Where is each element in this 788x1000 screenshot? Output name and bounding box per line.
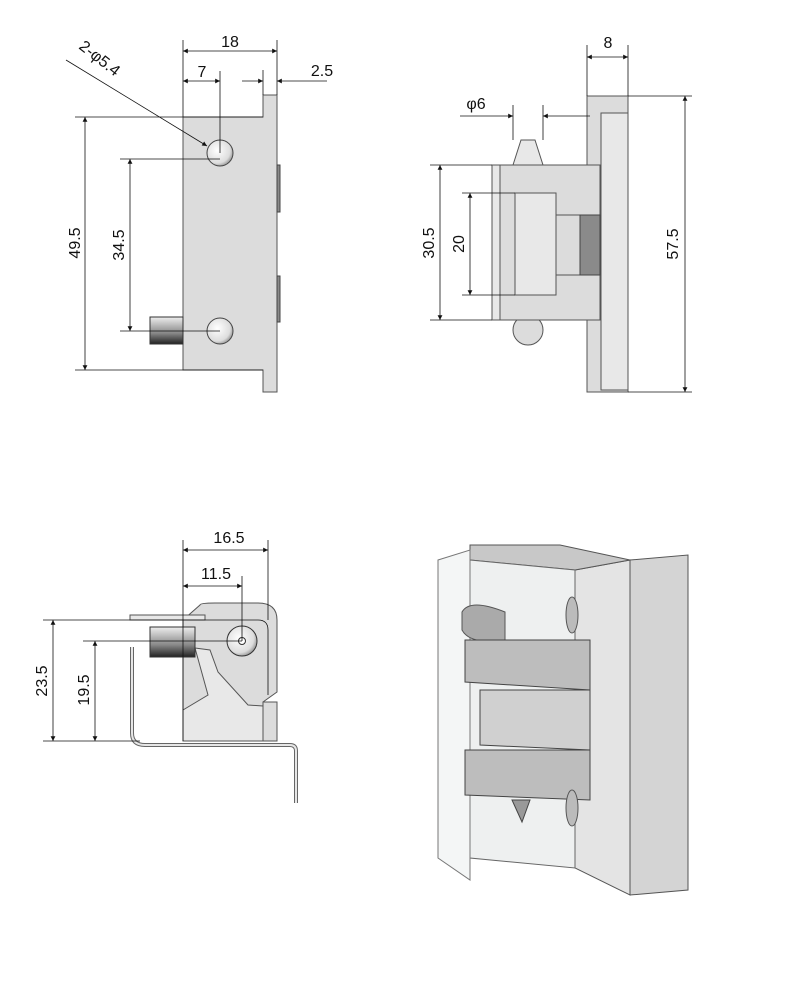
pin-stub xyxy=(149,626,196,658)
back-plate-side xyxy=(629,554,689,896)
dim-tab: 2.5 xyxy=(311,63,333,80)
inner-edge xyxy=(200,619,269,695)
plate-rib xyxy=(276,164,281,213)
dim-hole-offset: 7 xyxy=(198,64,207,81)
isometric-view xyxy=(437,544,689,896)
block-shadow xyxy=(579,214,601,276)
dim-pin-height: 19.5 xyxy=(76,674,93,705)
lower-knuckle xyxy=(464,749,591,801)
dimension-lines xyxy=(43,540,269,742)
knuckle-edge xyxy=(491,164,501,321)
pin-hole xyxy=(565,789,579,827)
pin-cone xyxy=(511,799,531,824)
dim-pin-offset: 11.5 xyxy=(201,566,231,583)
dim-total-height: 57.5 xyxy=(665,228,682,259)
glass-door xyxy=(437,549,471,881)
dim-holes: 2-φ5.4 xyxy=(76,38,123,80)
pin-cone xyxy=(512,139,544,166)
pin-stub xyxy=(149,316,184,345)
front-view: 18 7 2.5 2-φ5.4 49.5 34.5 xyxy=(65,34,333,393)
back-plate-face xyxy=(600,112,629,391)
dimension-lines xyxy=(65,40,327,371)
dim-plate: 8 xyxy=(604,35,613,52)
center-block xyxy=(514,192,557,296)
center-block xyxy=(479,689,591,751)
side-view: 8 φ6 30.5 20 57.5 xyxy=(421,35,692,393)
dimension-lines xyxy=(430,45,692,393)
pin-stub xyxy=(461,604,506,642)
block-side xyxy=(555,214,581,276)
door-sheet-fill xyxy=(131,647,297,803)
upper-knuckle xyxy=(464,639,591,691)
leaf-tab xyxy=(262,701,278,742)
top-flange xyxy=(129,614,206,621)
plate-rib xyxy=(276,275,281,323)
dim-height: 49.5 xyxy=(67,227,84,258)
pin-hole xyxy=(565,596,579,634)
dim-knuckle-height: 30.5 xyxy=(421,227,438,258)
dim-pin-dia: φ6 xyxy=(466,96,485,113)
top-view: 16.5 11.5 23.5 19.5 xyxy=(34,530,298,803)
dim-height: 23.5 xyxy=(34,665,51,696)
dim-depth: 16.5 xyxy=(213,530,244,547)
dim-block-height: 20 xyxy=(451,235,468,253)
dim-hole-pitch: 34.5 xyxy=(111,229,128,260)
dim-width: 18 xyxy=(221,34,239,51)
